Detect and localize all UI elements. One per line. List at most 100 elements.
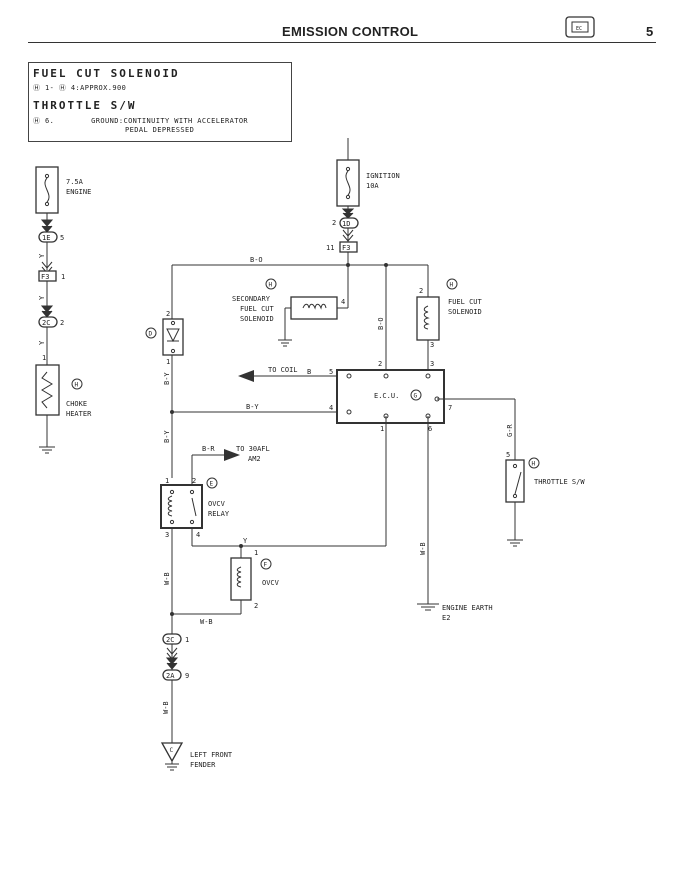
ecu-marker: G — [414, 393, 418, 400]
throttle-heading: THROTTLE S/W — [33, 99, 137, 112]
connector-f3-ign: F3 — [339, 241, 358, 253]
throttle-spec-2: PEDAL DEPRESSED — [125, 126, 195, 134]
svg-text:F3: F3 — [342, 244, 350, 252]
ecu-pin-2: 2 — [378, 360, 382, 368]
fc-solenoid-marker: H — [450, 282, 454, 289]
ecu-pin-4: 4 — [329, 404, 333, 412]
ignition-label-1: IGNITION — [366, 172, 400, 180]
fender-ground — [160, 742, 184, 771]
ecu-pin-1: 1 — [380, 425, 384, 433]
ovcv-pin-1: 1 — [254, 549, 258, 557]
wire-wb-earth: W-B — [419, 542, 427, 555]
ground-symbol-secondary — [278, 339, 292, 347]
choke-heater-label-2: HEATER — [66, 410, 92, 418]
connector-2a-pin: 9 — [185, 672, 189, 680]
diode-marker: D — [149, 331, 153, 338]
wire-b: B — [307, 368, 311, 376]
wire-wb-2: W-B — [200, 618, 213, 626]
engine-fuse — [35, 166, 59, 214]
ecu-pin-6: 6 — [428, 425, 432, 433]
ignition-label-2: 10A — [366, 182, 379, 190]
engine-fuse-label-2: ENGINE — [66, 188, 91, 196]
ovcv-marker: F — [264, 562, 268, 569]
fc-solenoid-pin-top: 2 — [419, 287, 423, 295]
wire-y-1: Y — [38, 253, 46, 258]
choke-heater — [35, 364, 60, 416]
connector-2c-bottom-pin: 1 — [185, 636, 189, 644]
svg-text:2C: 2C — [42, 319, 50, 327]
header-rule — [28, 42, 656, 43]
choke-heater-pin: 1 — [42, 354, 46, 362]
wire-by-2: B-Y — [246, 403, 259, 411]
spec-box: FUEL CUT SOLENOID Ⓗ 1- Ⓗ 4:APPROX.900 TH… — [28, 62, 292, 142]
fc-solenoid-pin-bottom: 3 — [430, 341, 434, 349]
to-30afl-label-2: AM2 — [248, 455, 261, 463]
connector-1e-pin: 5 — [60, 234, 64, 242]
engine-earth-label-2: E2 — [442, 614, 450, 622]
fuel-cut-solenoid — [416, 296, 440, 341]
sec-solenoid-pin: 4 — [341, 298, 345, 306]
wire-wb-1: W-B — [163, 572, 171, 585]
wire-bo-top: B-O — [250, 256, 263, 264]
wire-by-1: B-Y — [163, 372, 171, 385]
connector-1e: 1E — [38, 231, 58, 243]
svg-text:1E: 1E — [42, 234, 50, 242]
relay-marker: E — [210, 481, 214, 488]
throttle-spec-1: Ⓗ 6. GROUND:CONTINUITY WITH ACCELERATOR — [33, 117, 249, 125]
relay-label-1: OVCV — [208, 500, 226, 508]
connector-1d-pin: 2 — [332, 219, 336, 227]
ecu-box — [336, 369, 445, 424]
svg-text:1D: 1D — [342, 220, 350, 228]
relay-pin-1: 1 — [165, 477, 169, 485]
fender-ground-marker: C — [170, 747, 174, 754]
throttle-switch-label: THROTTLE S/W — [534, 478, 585, 486]
choke-heater-label-1: CHOKE — [66, 400, 87, 408]
relay-pin-4: 4 — [196, 531, 200, 539]
fender-label-2: FENDER — [190, 761, 216, 769]
wire-y-2: Y — [38, 295, 46, 300]
wire-br: B-R — [202, 445, 215, 453]
relay-pin-2: 2 — [192, 477, 196, 485]
connector-f3-left: F3 — [38, 270, 57, 282]
ground-symbol-throttle — [507, 539, 523, 547]
connector-2c-bottom: 2C — [162, 633, 182, 645]
choke-heater-marker: H — [75, 382, 79, 389]
ecu-pin-5: 5 — [329, 368, 333, 376]
connector-2c-top: 2C — [38, 316, 58, 328]
to-coil-arrow — [238, 370, 254, 382]
relay-pin-3: 3 — [165, 531, 169, 539]
page-number: 5 — [646, 24, 654, 39]
connector-f3-ign-pin: 11 — [326, 244, 334, 252]
ovcv-label: OVCV — [262, 579, 280, 587]
wire-y-ecu: Y — [243, 537, 248, 545]
diode — [162, 318, 184, 356]
diode-pin-top: 2 — [166, 310, 170, 318]
ovcv-relay — [160, 484, 203, 529]
wire-gr: G-R — [506, 424, 514, 437]
to-30afl-arrow — [224, 449, 240, 461]
page-title: EMISSION CONTROL — [282, 24, 419, 39]
engine-fuse-label-1: 7.5A — [66, 178, 84, 186]
ecu-pin-7: 7 — [448, 404, 452, 412]
wire-by-3: B-Y — [163, 430, 171, 443]
engine-earth-ground — [417, 603, 439, 611]
throttle-switch — [505, 459, 525, 503]
svg-text:2A: 2A — [166, 672, 175, 680]
throttle-switch-pin: 5 — [506, 451, 510, 459]
throttle-switch-marker: H — [532, 461, 536, 468]
relay-label-2: RELAY — [208, 510, 230, 518]
diode-pin-bottom: 1 — [166, 358, 170, 366]
ecu-pin-3: 3 — [430, 360, 434, 368]
to-30afl-label-1: TO 30AFL — [236, 445, 270, 453]
wire-y-3: Y — [38, 340, 46, 345]
ovcv-pin-2: 2 — [254, 602, 258, 610]
sec-solenoid-label-2: FUEL CUT — [240, 305, 275, 313]
fuel-cut-heading: FUEL CUT SOLENOID — [33, 67, 180, 80]
wire-bo-vert: B-O — [377, 317, 385, 330]
sec-solenoid-label-3: SOLENOID — [240, 315, 274, 323]
wire-wb-4: W-B — [162, 701, 170, 714]
secondary-fuel-cut-solenoid — [290, 296, 338, 320]
ground-symbol-heater — [39, 446, 55, 454]
